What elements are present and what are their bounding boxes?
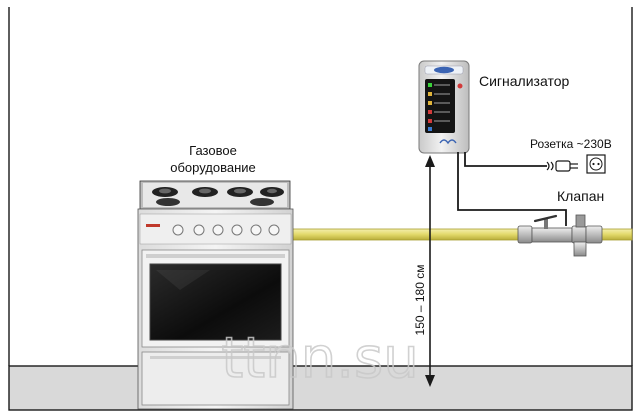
gas-detector — [418, 60, 470, 154]
detector-brand-icon — [439, 139, 457, 145]
height-dimension — [425, 155, 435, 387]
socket-label: Розетка ~230В — [530, 137, 612, 151]
power-plug-icon — [546, 160, 578, 172]
room-wall — [8, 7, 633, 366]
detector-logo — [434, 66, 454, 74]
control-knob-icon — [172, 224, 280, 236]
height-label: 150 – 180 см — [413, 265, 427, 336]
wall-socket-icon — [586, 154, 606, 174]
floor — [8, 365, 633, 411]
wires — [457, 152, 567, 226]
watermark: ttnn.su — [221, 326, 418, 391]
stove-label-line2: оборудование — [170, 160, 256, 175]
gas-stove — [137, 180, 294, 410]
shutoff-valve — [517, 214, 603, 257]
indicator-led-icon — [428, 83, 450, 131]
burner-icon — [152, 187, 284, 206]
alarm-led-icon — [457, 83, 463, 89]
valve-label: Клапан — [557, 188, 604, 204]
stove-label-line1: Газовое — [189, 143, 237, 158]
brand-logo — [146, 224, 160, 227]
detector-label: Сигнализатор — [479, 73, 569, 89]
